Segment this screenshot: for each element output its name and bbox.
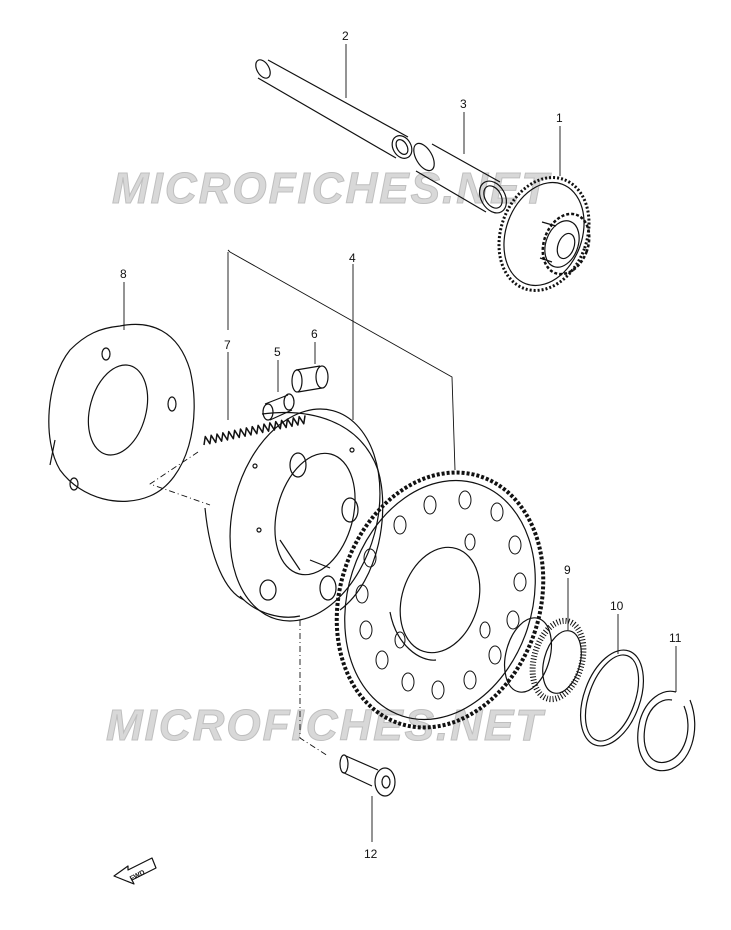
part-10-washer xyxy=(580,649,644,747)
part-3-bushing xyxy=(413,142,508,214)
callout-1: 1 xyxy=(556,111,563,125)
part-2-shaft xyxy=(255,59,413,159)
callout-2: 2 xyxy=(342,29,349,43)
callout-3: 3 xyxy=(460,97,467,111)
part-12-bolt xyxy=(339,754,396,797)
callout-4: 4 xyxy=(349,251,356,265)
callout-11: 11 xyxy=(669,631,682,645)
callout-9: 9 xyxy=(564,563,571,577)
callout-6: 6 xyxy=(311,327,318,341)
callout-8: 8 xyxy=(120,267,127,281)
part-11-circlip xyxy=(637,690,696,772)
part-6-cap xyxy=(291,365,329,393)
part-4-clutch-housing xyxy=(204,408,384,622)
callout-7: 7 xyxy=(224,338,231,352)
watermark-top: MICROFICHES.NET xyxy=(112,164,551,213)
callout-10: 10 xyxy=(610,599,624,613)
part-7-spring xyxy=(203,415,306,446)
part-9-needle-bearing xyxy=(503,617,587,703)
part-5-roller xyxy=(262,393,295,421)
callout-5: 5 xyxy=(274,345,281,359)
fwd-arrow-icon xyxy=(113,857,157,885)
part-4-starter-driven-gear xyxy=(334,470,546,730)
part-8-plate xyxy=(48,323,195,502)
callout-12: 12 xyxy=(364,847,378,861)
watermark-bottom: MICROFICHES.NET xyxy=(106,701,545,750)
leader-lines xyxy=(123,44,677,842)
